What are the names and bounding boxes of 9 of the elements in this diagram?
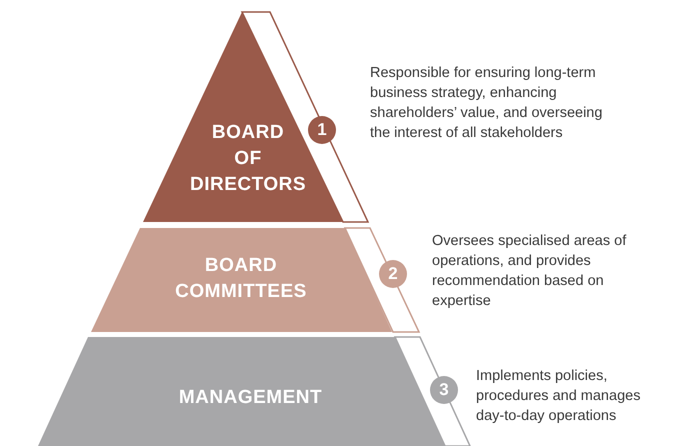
description-text: Responsible for ensuring long-term business strategy, enhancing shareholders’ value, and overseeing the interest of all stakeholders: [370, 64, 604, 143]
number-badge: 3: [430, 376, 458, 404]
description-text: Implements policies, procedures and manages day-to-day operations: [476, 367, 642, 426]
layer-title: BOARD OF DIRECTORS: [188, 121, 308, 197]
layer-title: MANAGEMENT: [178, 386, 324, 410]
number-badge: 2: [379, 260, 407, 288]
layer-title: BOARD COMMITTEES: [174, 254, 308, 304]
number-badge: 1: [308, 116, 336, 144]
description-text: Oversees specialised areas of operations, and provides recommendation based on expertise: [432, 232, 628, 311]
